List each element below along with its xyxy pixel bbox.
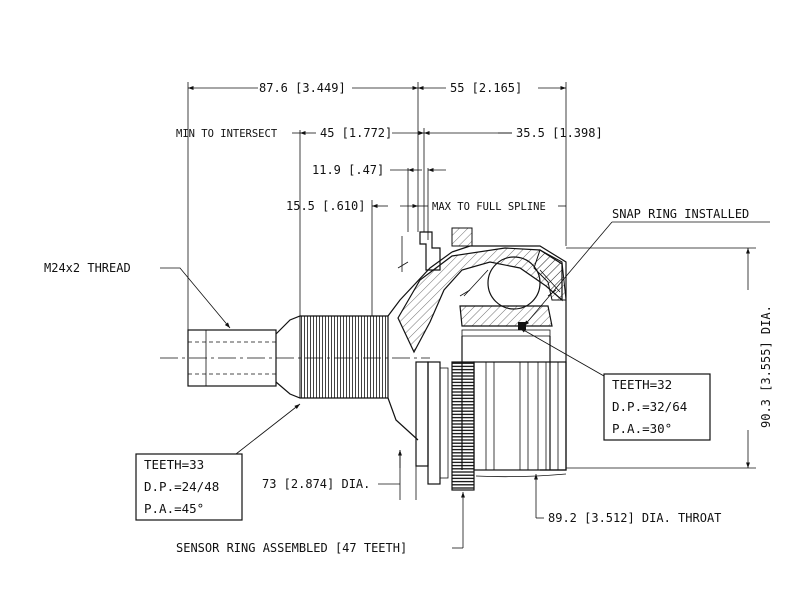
dim-15-5: 15.5 [.610] [286, 199, 365, 213]
dim-35-5: 35.5 [1.398] [516, 126, 603, 140]
note-min-to-intersect: MIN TO INTERSECT [176, 128, 278, 140]
bell-housing-wall [397, 247, 563, 354]
cv-joint-body [160, 227, 567, 491]
note-max-to-full-spline: MAX TO FULL SPLINE [432, 201, 546, 213]
inner-spline-dp: D.P.=32/64 [612, 399, 687, 414]
dimension-lines [160, 82, 770, 549]
flange [415, 361, 429, 467]
dim-55: 55 [2.165] [450, 81, 522, 95]
dim-45: 45 [1.772] [320, 126, 392, 140]
dim-87-6: 87.6 [3.449] [259, 81, 346, 95]
dimension-texts: 87.6 [3.449] 55 [2.165] MIN TO INTERSECT… [44, 81, 773, 555]
outer-spline-pa: P.A.=45° [144, 501, 204, 516]
note-snap-ring: SNAP RING INSTALLED [612, 207, 749, 221]
note-thread: M24x2 THREAD [44, 261, 131, 275]
outer-spline [299, 315, 389, 399]
outer-spline-teeth: TEETH=33 [144, 457, 204, 472]
inner-spline-spec-box: TEETH=32 D.P.=32/64 P.A.=30° [603, 373, 711, 441]
dim-90-3: 90.3 [3.555] DIA. [759, 305, 773, 428]
inner-spline-teeth: TEETH=32 [612, 377, 672, 392]
dim-89-2: 89.2 [3.512] DIA. THROAT [548, 511, 721, 525]
outer-spline-spec-box: TEETH=33 D.P.=24/48 P.A.=45° [135, 453, 243, 521]
dim-11-9: 11.9 [.47] [312, 163, 384, 177]
thread-stub [187, 329, 277, 387]
note-sensor-ring: SENSOR RING ASSEMBLED [47 TEETH] [176, 541, 407, 555]
outer-spline-dp: D.P.=24/48 [144, 479, 219, 494]
inner-spline-pa: P.A.=30° [612, 421, 672, 436]
dim-73: 73 [2.874] DIA. [262, 477, 370, 491]
sensor-ring [451, 361, 475, 491]
